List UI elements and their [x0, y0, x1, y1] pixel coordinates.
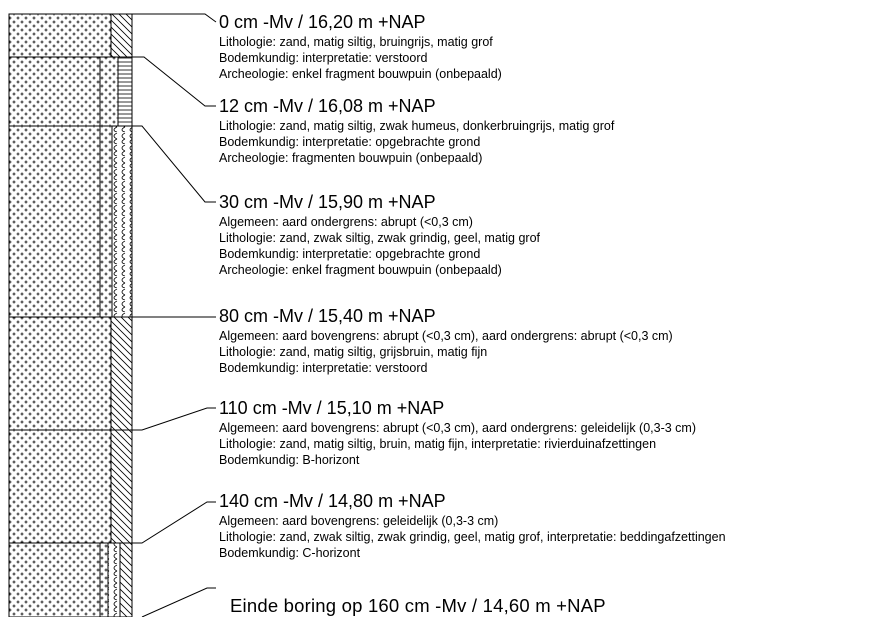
layer-110-depth-header: 110 cm -Mv / 15,10 m +NAP: [219, 398, 445, 418]
layer-30-archaeology: Archeologie: enkel fragment bouwpuin (on…: [219, 263, 502, 277]
layer-80-depth-header: 80 cm -Mv / 15,40 m +NAP: [219, 306, 436, 326]
layer-110-description: 110 cm -Mv / 15,10 m +NAP Algemeen: aard…: [219, 398, 696, 468]
layer-12-depth-header: 12 cm -Mv / 16,08 m +NAP: [219, 96, 436, 116]
leader-12: [132, 56, 216, 107]
leader-0: [132, 13, 217, 23]
layer-140-description: 140 cm -Mv / 14,80 m +NAP Algemeen: aard…: [219, 491, 726, 561]
layer-12-soil: Bodemkundig: interpretatie: opgebrachte …: [219, 135, 481, 149]
layer-140-insert: [99, 542, 109, 617]
layer-80-general: Algemeen: aard bovengrens: abrupt (<0,3 …: [219, 329, 673, 343]
layer-30-gravel-strip: [111, 125, 133, 318]
layer-140-hatch-strip: [119, 542, 133, 617]
layer-12-humic-strip: [117, 56, 133, 127]
layer-12-insert: [99, 56, 119, 127]
layer-12-description: 12 cm -Mv / 16,08 m +NAP Lithologie: zan…: [219, 96, 614, 166]
leader-140: [132, 501, 216, 544]
borehole-end-label: Einde boring op 160 cm -Mv / 14,60 m +NA…: [230, 595, 606, 616]
layer-140-lithology: Lithologie: zand, zwak siltig, zwak grin…: [219, 530, 726, 544]
layer-0-soil: Bodemkundig: interpretatie: verstoord: [219, 51, 428, 65]
layer-0-depth-header: 0 cm -Mv / 16,20 m +NAP: [219, 12, 426, 32]
layer-30-lithology: Lithologie: zand, zwak siltig, zwak grin…: [219, 231, 540, 245]
layer-110-soil: Bodemkundig: B-horizont: [219, 453, 360, 467]
layer-80-soil: Bodemkundig: interpretatie: verstoord: [219, 361, 428, 375]
layer-0-archaeology: Archeologie: enkel fragment bouwpuin (on…: [219, 67, 502, 81]
lithology-column-sand: [8, 13, 112, 617]
layer-30-general: Algemeen: aard ondergrens: abrupt (<0,3 …: [219, 215, 473, 229]
layer-30-insert: [99, 125, 113, 318]
layer-30-soil: Bodemkundig: interpretatie: opgebrachte …: [219, 247, 481, 261]
leader-110: [132, 407, 216, 431]
layer-110-general: Algemeen: aard bovengrens: abrupt (<0,3 …: [219, 421, 696, 435]
layer-0-lithology: Lithologie: zand, matig siltig, bruingri…: [219, 35, 493, 49]
layer-140-gravel-strip: [107, 542, 121, 617]
layer-0-description: 0 cm -Mv / 16,20 m +NAP Lithologie: zand…: [219, 12, 502, 82]
layer-110-lithology: Lithologie: zand, matig siltig, bruin, m…: [219, 437, 657, 451]
layer-boundaries: [9, 56, 132, 544]
layer-12-archaeology: Archeologie: fragmenten bouwpuin (onbepa…: [219, 151, 483, 165]
layer-30-description: 30 cm -Mv / 15,90 m +NAP Algemeen: aard …: [219, 192, 540, 278]
layer-30-depth-header: 30 cm -Mv / 15,90 m +NAP: [219, 192, 436, 212]
layer-140-depth-header: 140 cm -Mv / 14,80 m +NAP: [219, 491, 446, 511]
layer-140-soil: Bodemkundig: C-horizont: [219, 546, 361, 560]
layer-80-lithology: Lithologie: zand, matig siltig, grijsbru…: [219, 345, 488, 359]
layer-140-general: Algemeen: aard bovengrens: geleidelijk (…: [219, 514, 499, 528]
layer-12-lithology: Lithologie: zand, matig siltig, zwak hum…: [219, 119, 615, 133]
leader-lines: [132, 13, 217, 617]
layer-80-description: 80 cm -Mv / 15,40 m +NAP Algemeen: aard …: [219, 306, 673, 376]
leader-30: [132, 125, 216, 203]
leader-end: [141, 587, 216, 617]
